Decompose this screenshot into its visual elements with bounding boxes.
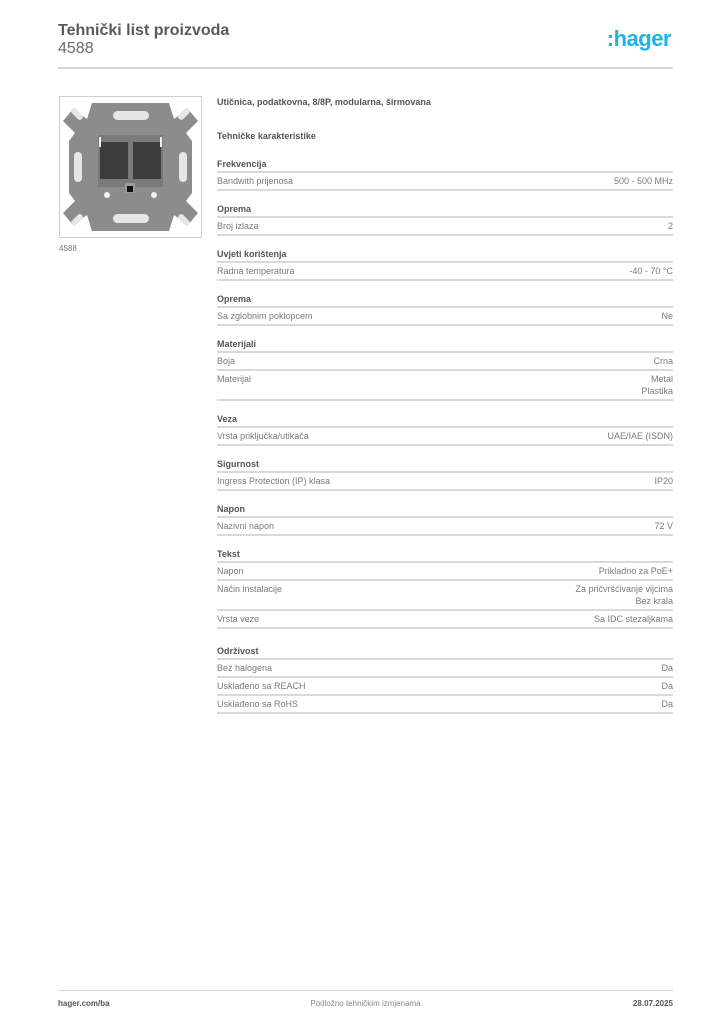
spec-value-line: -40 - 70 °C <box>629 266 673 276</box>
spec-value-line: Da <box>661 663 673 673</box>
spec-label: Boja <box>217 356 236 366</box>
spec-value: UAE/IAE (ISDN) <box>607 430 673 442</box>
spec-value-line: Crna <box>653 356 673 366</box>
spec-row: Sa zglobnim poklopcem Ne <box>217 308 673 326</box>
spec-label: Radna temperatura <box>217 266 295 276</box>
spec-group-oprema: Oprema Broj izlaza 2 <box>217 203 673 236</box>
spec-value: 72 V <box>654 520 673 532</box>
spec-label: Materijal <box>217 374 252 384</box>
spec-value-line: Sa IDC stezaljkama <box>593 614 673 624</box>
spec-value: Da <box>661 680 673 692</box>
spec-value-line: IP20 <box>654 476 673 486</box>
spec-value-line: UAE/IAE (ISDN) <box>607 431 673 441</box>
hager-logo: :hager <box>606 26 672 51</box>
spec-value: Prikladno za PoE+ <box>599 565 673 577</box>
spec-value-line: 72 V <box>654 521 673 531</box>
spec-value-line: Da <box>661 681 673 691</box>
spec-value: 2 <box>668 220 673 232</box>
image-caption: 4588 <box>59 244 77 253</box>
spec-row: Boja Crna <box>217 353 673 371</box>
spec-row: Broj izlaza 2 <box>217 218 673 236</box>
spec-value: Crna <box>653 355 673 367</box>
group-title: Sigurnost <box>217 458 673 473</box>
spec-value: -40 - 70 °C <box>629 265 673 277</box>
spec-value: Da <box>661 698 673 710</box>
spec-value-line: Da <box>661 699 673 709</box>
footer-website-link[interactable]: hager.com/ba <box>58 999 110 1008</box>
spec-value: Metal Plastika <box>641 373 673 397</box>
spec-label: Usklađeno sa RoHS <box>217 699 299 709</box>
spec-label: Ingress Protection (IP) klasa <box>217 476 331 486</box>
spec-label: Usklađeno sa REACH <box>217 681 306 691</box>
spec-label: Vrsta priključka/utikača <box>217 431 309 441</box>
spec-row: Radna temperatura -40 - 70 °C <box>217 263 673 281</box>
spec-group-napon: Napon Nazivni napon 72 V <box>217 503 673 536</box>
spec-row: Bandwith prijenosa 500 - 500 MHz <box>217 173 673 191</box>
spec-label: Vrsta veze <box>217 614 260 624</box>
spec-value-line: 500 - 500 MHz <box>613 176 673 186</box>
spec-label: Sa zglobnim poklopcem <box>217 311 313 321</box>
footer-notice: Podložno tehničkim izmjenama <box>310 999 421 1008</box>
spec-value-line: Metal <box>650 374 673 384</box>
tech-section-title: Tehničke karakteristike <box>217 131 316 141</box>
page-header: Tehnički list proizvoda 4588 :hager <box>58 22 673 58</box>
header-divider <box>58 67 673 69</box>
spec-row: Vrsta veze Sa IDC stezaljkama <box>217 611 673 629</box>
spec-row: Bez halogena Da <box>217 660 673 678</box>
spec-content: Utičnica, podatkovna, 8/8P, modularna, š… <box>217 96 673 726</box>
spec-label: Bandwith prijenosa <box>217 176 294 186</box>
spec-group-uvjeti: Uvjeti korištenja Radna temperatura -40 … <box>217 248 673 281</box>
spec-group-materijali: Materijali Boja Crna Materijal Metal Pla… <box>217 338 673 401</box>
spec-row: Usklađeno sa RoHS Da <box>217 696 673 714</box>
group-title: Materijali <box>217 338 673 353</box>
document-title: Tehnički list proizvoda <box>58 22 230 39</box>
spec-value-line: Ne <box>661 311 673 321</box>
spec-row: Vrsta priključka/utikača UAE/IAE (ISDN) <box>217 428 673 446</box>
group-title: Tekst <box>217 548 673 563</box>
footer-divider <box>58 990 673 991</box>
spec-value-line: Plastika <box>641 386 673 396</box>
footer-date: 28.07.2025 <box>632 999 673 1008</box>
spec-label: Napon <box>217 566 244 576</box>
spec-row: Ingress Protection (IP) klasa IP20 <box>217 473 673 491</box>
spec-group-frekvencija: Frekvencija Bandwith prijenosa 500 - 500… <box>217 158 673 191</box>
spec-label: Broj izlaza <box>217 221 259 231</box>
spec-group-tekst: Tekst Napon Prikladno za PoE+ Način inst… <box>217 548 673 629</box>
group-title: Uvjeti korištenja <box>217 248 673 263</box>
spec-group-veza: Veza Vrsta priključka/utikača UAE/IAE (I… <box>217 413 673 446</box>
data-socket-module-icon <box>63 103 198 231</box>
spec-row: Materijal Metal Plastika <box>217 371 673 401</box>
spec-label: Bez halogena <box>217 663 273 673</box>
spec-row: Nazivni napon 72 V <box>217 518 673 536</box>
spec-value: Za pričvršćivanje vijcima Bez krala <box>575 583 673 607</box>
spec-row: Način instalacije Za pričvršćivanje vijc… <box>217 581 673 611</box>
spec-row: Napon Prikladno za PoE+ <box>217 563 673 581</box>
product-image <box>59 96 202 238</box>
spec-group-odrzivost: Održivost Bez halogena Da Usklađeno sa R… <box>217 641 673 714</box>
group-title: Frekvencija <box>217 158 673 173</box>
product-description: Utičnica, podatkovna, 8/8P, modularna, š… <box>217 97 431 107</box>
spec-value-line: Prikladno za PoE+ <box>598 566 673 576</box>
spec-value: 500 - 500 MHz <box>614 175 673 187</box>
spec-value: Ne <box>661 310 673 322</box>
spec-value: IP20 <box>654 475 673 487</box>
spec-group-sigurnost: Sigurnost Ingress Protection (IP) klasa … <box>217 458 673 491</box>
group-title: Oprema <box>217 203 673 218</box>
spec-value: Da <box>661 662 673 674</box>
spec-value: Sa IDC stezaljkama <box>594 613 673 625</box>
group-title: Održivost <box>217 641 673 660</box>
group-title: Oprema <box>217 293 673 308</box>
spec-value-line: Za pričvršćivanje vijcima <box>575 584 673 594</box>
product-number: 4588 <box>58 40 94 57</box>
spec-label: Način instalacije <box>217 584 283 594</box>
spec-label: Nazivni napon <box>217 521 275 531</box>
spec-row: Usklađeno sa REACH Da <box>217 678 673 696</box>
spec-value-line: Bez krala <box>635 596 673 606</box>
spec-group-oprema-2: Oprema Sa zglobnim poklopcem Ne <box>217 293 673 326</box>
spec-value-line: 2 <box>667 221 673 231</box>
group-title: Veza <box>217 413 673 428</box>
group-title: Napon <box>217 503 673 518</box>
